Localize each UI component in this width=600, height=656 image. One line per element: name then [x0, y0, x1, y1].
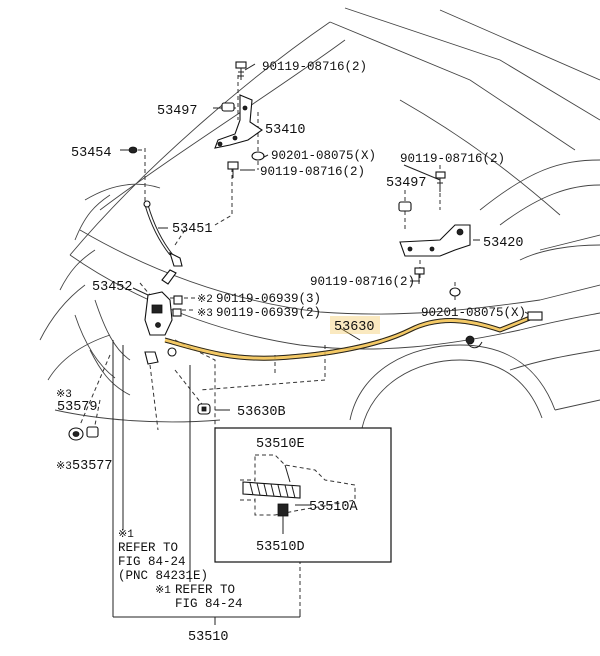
label-53630: 53630	[334, 320, 375, 335]
release-lever-icon	[242, 481, 301, 499]
nut-right-icon	[449, 287, 461, 297]
nut-53577-icon	[86, 426, 99, 438]
label-mark-2: ※2	[197, 294, 213, 306]
clamp-53630B-icon	[197, 403, 211, 415]
bolt-top-icon	[235, 61, 247, 80]
label-53577-mark: ※3	[56, 461, 72, 473]
label-53451: 53451	[172, 222, 213, 237]
bolt-lower-icon	[414, 267, 425, 284]
label-53497-right: 53497	[386, 176, 427, 191]
label-ref1-mark: ※1	[118, 529, 134, 541]
bolt-mid-icon	[227, 161, 239, 178]
grommet-right-icon	[398, 201, 412, 212]
label-ref2-line2: FIG 84-24	[175, 597, 243, 611]
hood-release-cable	[164, 311, 543, 361]
release-knob-icon	[277, 503, 289, 526]
label-90119-08716-lower: 90119-08716(2)	[310, 275, 415, 289]
handle-detail-inset	[214, 427, 392, 563]
cap-53454-icon	[128, 146, 138, 154]
car-body-outline	[39, 7, 600, 429]
hood-lock-assembly-icon	[144, 269, 177, 336]
leader-lines	[79, 75, 456, 610]
label-ref2-mark: ※1	[155, 585, 171, 597]
label-ref1-line2: FIG 84-24	[118, 555, 186, 569]
label-53420: 53420	[483, 236, 524, 251]
hood-support-rod-icon	[143, 200, 183, 267]
plug-53579-icon	[68, 427, 84, 441]
grommet-left-icon	[221, 102, 235, 112]
label-53410: 53410	[265, 123, 306, 138]
label-90201-08075-right: 90201-08075(X)	[421, 306, 526, 320]
bolt-06939-icon	[172, 295, 183, 317]
label-53510E: 53510E	[256, 437, 305, 452]
nut-top-icon	[251, 151, 265, 161]
cable-clamp-icon	[144, 347, 177, 365]
hood-hinge-right-icon	[399, 224, 471, 257]
hood-hinge-left-icon	[214, 94, 263, 149]
label-53510: 53510	[188, 630, 229, 645]
label-53630B: 53630B	[237, 405, 286, 420]
label-90119-06939-a: 90119-06939(3)	[216, 292, 321, 306]
bolt-right-icon	[435, 171, 446, 192]
label-mark-3: ※3	[197, 308, 213, 320]
label-90119-08716-right: 90119-08716(2)	[400, 152, 505, 166]
label-53454: 53454	[71, 146, 112, 161]
label-53497-left: 53497	[157, 104, 198, 119]
label-53579-mark: ※3	[56, 389, 72, 401]
label-ref1-line1: REFER TO	[118, 541, 178, 555]
label-53510D: 53510D	[256, 540, 305, 555]
label-90119-08716-mid: 90119-08716(2)	[260, 165, 365, 179]
label-90201-08075-top: 90201-08075(X)	[271, 149, 376, 163]
label-90119-08716-top: 90119-08716(2)	[262, 60, 367, 74]
label-90119-06939-b: 90119-06939(2)	[216, 306, 321, 320]
label-53510A: 53510A	[309, 500, 359, 515]
label-ref2-line1: REFER TO	[175, 583, 235, 597]
label-ref1-line3: (PNC 84231E)	[118, 569, 208, 583]
hood-release-cable-highlight	[164, 315, 531, 361]
part-labels: 90119-08716(2) 53497 53410 53454 90201-0…	[56, 60, 526, 645]
label-53579: 53579	[57, 400, 98, 415]
label-53452: 53452	[92, 280, 133, 295]
label-53577: 53577	[72, 459, 113, 474]
